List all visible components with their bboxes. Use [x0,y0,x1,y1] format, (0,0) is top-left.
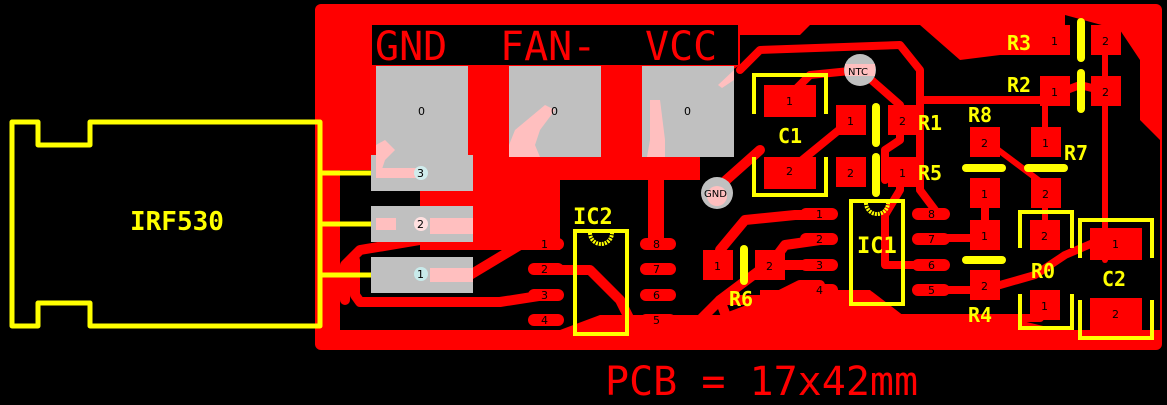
ic1-pin-6: 6 [928,259,935,272]
ic1: IC1 1 2 3 4 5 6 7 8 [800,199,950,306]
r5-pin-1: 1 [899,167,906,180]
via-gnd[interactable]: GND [701,177,733,209]
connector-pad-label-vcc: 0 [684,105,691,118]
ic1-pads [800,208,950,296]
mosfet-label: IRF530 [130,207,224,237]
r4-label: R4 [968,303,992,327]
ic2-pin-2: 2 [541,263,548,276]
ic1-pin-4: 4 [816,284,823,297]
connector-label-gnd: GND [375,24,447,70]
r1: R1 1 2 [836,103,942,147]
r6: R6 1 2 [703,245,785,311]
ic2-pin-6: 6 [653,289,660,302]
r0: R0 2 1 [1018,210,1074,330]
r5-label: R5 [918,161,942,185]
c2-label: C2 [1102,267,1126,291]
ic2-pin-7: 7 [653,263,660,276]
via-ntc[interactable]: NTC [844,54,876,86]
r3-label: R3 [1007,31,1031,55]
c2-pin-1: 1 [1112,238,1119,251]
r6-pin-1: 1 [714,260,721,273]
r1-pin-1: 1 [847,115,854,128]
r4: R4 1 2 [962,220,1006,327]
pcb-size-label: PCB = 17x42mm [605,359,918,405]
r2-label: R2 [1007,73,1031,97]
connector-pad-labels: 0 0 0 [418,105,691,118]
r1-pin-2: 2 [899,115,906,128]
r7-label: R7 [1064,141,1088,165]
r3: R3 1 2 [1007,18,1121,62]
r7: R7 1 2 [1024,127,1088,208]
connector-pad-label-gnd: 0 [418,105,425,118]
ic1-pin-5: 5 [928,284,935,297]
r5-pin-2: 2 [847,167,854,180]
c1: C1 1 2 [752,73,828,197]
r0-label: R0 [1031,259,1055,283]
r2: R2 1 2 [1007,69,1121,113]
c1-pin-2: 2 [786,165,793,178]
via-gnd-label: GND [704,189,727,200]
ic1-label: IC1 [857,234,897,259]
connector-labels: GND FAN- VCC [375,24,717,70]
r4-pin-2: 2 [981,280,988,293]
r5: R5 2 1 [836,153,942,197]
mosfet-pin-label-1: 1 [417,268,424,281]
pad-copper-overlays [376,70,734,282]
mosfet-pin-label-2: 2 [417,218,424,231]
connector-pad-label-fan: 0 [551,105,558,118]
ic1-pin-1: 1 [816,208,823,221]
r1-label: R1 [918,111,942,135]
r7-pin-2: 2 [1042,188,1049,201]
r2-pin-1: 1 [1051,86,1058,99]
r8-pin-1: 1 [981,188,988,201]
via-ntc-label: NTC [848,67,868,78]
r7-pin-1: 1 [1042,137,1049,150]
connector-pads [371,66,734,293]
ic2-pin-4: 4 [541,314,548,327]
r0-pin-1: 1 [1041,300,1048,313]
r8-label: R8 [968,103,992,127]
ic1-pin-3: 3 [816,259,823,272]
connector-label-vcc: VCC [645,24,717,70]
ic2-pin-3: 3 [541,289,548,302]
r6-pin-2: 2 [766,260,773,273]
r2-pin-2: 2 [1102,86,1109,99]
ic2: IC2 1 2 3 4 5 6 7 8 [528,205,676,336]
ic2-pin-8: 8 [653,238,660,251]
ic2-pads [528,238,676,326]
c1-pin-1: 1 [786,95,793,108]
ic2-pin-1: 1 [541,238,548,251]
ic1-pin-2: 2 [816,233,823,246]
c1-label: C1 [778,124,802,148]
c2: C2 1 2 [1078,218,1154,340]
connector-label-fan: FAN- [500,24,596,70]
ic1-pin-8: 8 [928,208,935,221]
connector-pad-gnd[interactable] [376,66,468,157]
r3-pin-2: 2 [1102,35,1109,48]
c2-pin-2: 2 [1112,308,1119,321]
mosfet-pins: 3 2 1 [414,166,428,281]
r8: R8 2 1 [962,103,1006,208]
ic2-label: IC2 [573,205,613,230]
ic2-pin-5: 5 [653,314,660,327]
ic1-pin-7: 7 [928,233,935,246]
r3-pin-1: 1 [1051,35,1058,48]
r4-pin-1: 1 [981,230,988,243]
r6-label: R6 [729,287,753,311]
r8-pin-2: 2 [981,137,988,150]
mosfet-pin-label-3: 3 [417,167,424,180]
r0-pin-2: 2 [1041,230,1048,243]
